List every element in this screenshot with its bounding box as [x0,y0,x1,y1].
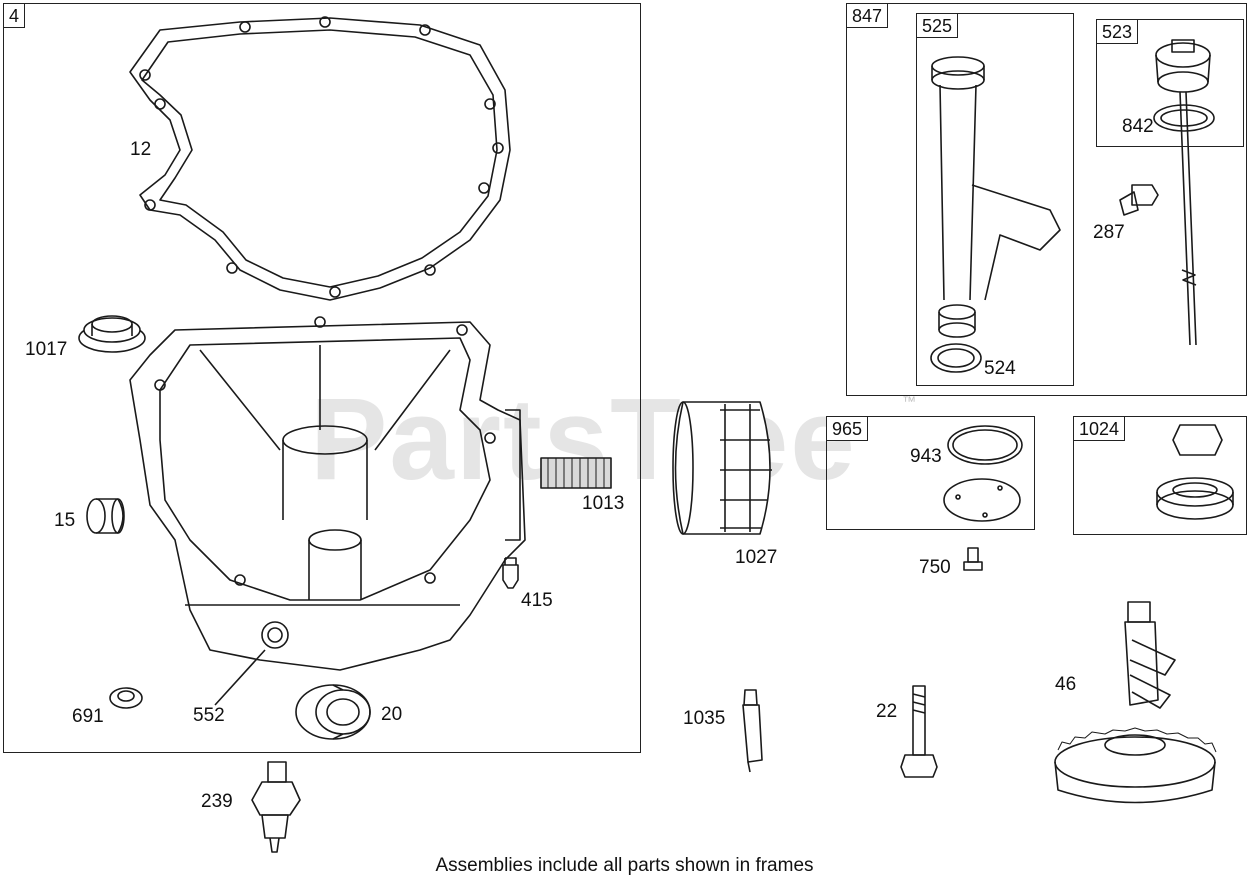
part-label-691: 691 [72,706,104,727]
pin-1035-drawing [742,689,763,773]
cover-drawing [943,478,1021,522]
part-label-46: 46 [1055,674,1077,695]
seal-691-drawing [109,687,143,709]
part-label-1035: 1035 [683,708,726,729]
frame-1024-label: 1024 [1074,417,1126,441]
leader-552 [214,649,266,706]
part-label-20: 20 [381,704,403,725]
part-label-1027: 1027 [735,547,778,568]
part-label-239: 239 [201,791,233,812]
part-label-1017: 1017 [25,339,68,360]
screw-287-drawing [1119,184,1159,216]
watermark-trademark: ™ [902,393,916,409]
frame-965: 965 [826,416,1035,530]
fitting-415-drawing [502,557,519,589]
part-label-842: 842 [1122,116,1154,137]
screw-750-drawing [963,547,983,571]
frame-847: 847 [846,3,1247,396]
dipstick-drawing [1153,39,1215,346]
screen-1013-drawing [540,457,612,489]
gasket-943-drawing [947,425,1023,465]
frame-1024: 1024 [1073,416,1247,535]
bolt-22-drawing [900,685,938,778]
part-label-415: 415 [521,590,553,611]
seal-20-drawing [295,684,371,740]
part-label-524: 524 [984,358,1016,379]
switch-239-drawing [251,761,301,853]
sump-drawing [129,316,526,671]
dipstick-tube-drawing [931,56,1061,338]
camshaft-drawing [1054,601,1217,804]
frame-4: 4 [3,3,641,753]
part-label-22: 22 [876,701,898,722]
frame-847-label: 847 [847,4,889,28]
part-label-750: 750 [919,557,951,578]
frame-525: 525 [916,13,1074,386]
gasket-drawing [129,16,511,301]
frame-523-label: 523 [1097,20,1139,44]
part-label-15: 15 [54,510,76,531]
frame-965-label: 965 [827,417,869,441]
o-ring-524-drawing [930,343,982,373]
oil-filter-drawing [672,401,772,535]
part-label-12: 12 [130,139,152,160]
breather-cap-drawing [78,315,146,353]
frame-4-label: 4 [4,4,26,28]
pump-rotor-drawing [1156,424,1234,520]
plug-15-drawing [86,498,125,534]
part-label-552: 552 [193,705,225,726]
part-label-943: 943 [910,446,942,467]
footer-note: Assemblies include all parts shown in fr… [435,855,814,876]
part-label-287: 287 [1093,222,1125,243]
part-label-1013: 1013 [582,493,625,514]
frame-525-label: 525 [917,14,959,38]
frame-523: 523 [1096,19,1244,147]
